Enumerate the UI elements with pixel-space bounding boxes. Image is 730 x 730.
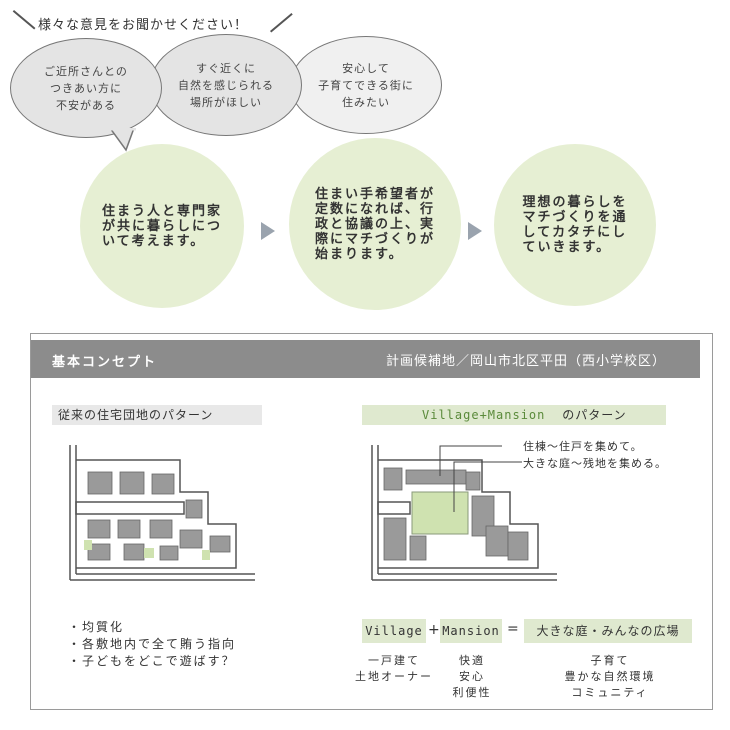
village-subtext: 一戸建て 土地オーナー <box>355 654 433 683</box>
village-box: Village <box>362 619 426 643</box>
step-circle-2: 住まい手希望者が 定数になれば、行 政と協議の上、実 際にマチづくりが 始まりま… <box>289 138 461 310</box>
step-arrow-2 <box>468 222 482 240</box>
heading-right-slash <box>270 13 293 33</box>
conventional-plan-diagram <box>69 445 255 581</box>
step-circle-1: 住まう人と専門家 が共に暮らしにつ いて考えます。 <box>80 144 244 308</box>
opinion-bubble-2: すぐ近くに 自然を感じられる 場所がほしい <box>150 34 302 136</box>
opinion-bubble-1: ご近所さんとの つきあい方に 不安がある <box>10 38 162 138</box>
step-circle-3: 理想の暮らしを マチづくりを通 してカタチにし ていきます。 <box>494 144 656 306</box>
plus-sign: + <box>428 622 440 638</box>
list-item-children-play: ・子どもをどこで遊ばす？ <box>68 654 236 668</box>
mansion-subtext: 快適 安心 利便性 <box>452 654 492 699</box>
step-arrow-1 <box>261 222 275 240</box>
concept-panel <box>30 333 713 710</box>
concept-header-bar <box>31 340 700 378</box>
list-item-self-contained: ・各敷地内で全て賄う指向 <box>68 637 237 651</box>
opinion-bubble-3: 安心して 子育てできる街に 住みたい <box>290 36 442 134</box>
bubble-tail <box>108 128 136 152</box>
village-mansion-plan-diagram <box>371 445 557 581</box>
concept-title: 基本コンセプト <box>52 355 158 370</box>
list-item-homogenization: ・均質化 <box>68 620 125 634</box>
mansion-box: Mansion <box>440 619 502 643</box>
note-gather-garden: 大きな庭～残地を集める。 <box>523 457 667 470</box>
conventional-pattern-label: 従来の住宅団地のパターン <box>52 405 262 425</box>
heading-left-slash <box>13 10 36 30</box>
concept-site: 計画候補地／岡山市北区平田（西小学校区） <box>386 354 667 369</box>
opinion-heading: 様々な意見をお聞かせください！ <box>38 18 249 33</box>
note-gather-buildings: 住棟～住戸を集めて。 <box>523 440 643 453</box>
village-mansion-pattern-label: Village+Mansion のパターン <box>362 405 666 425</box>
result-box: 大きな庭・みんなの広場 <box>524 619 692 643</box>
result-subtext: 子育て 豊かな自然環境 コミュニティ <box>564 654 656 699</box>
equals-sign: = <box>507 621 519 637</box>
